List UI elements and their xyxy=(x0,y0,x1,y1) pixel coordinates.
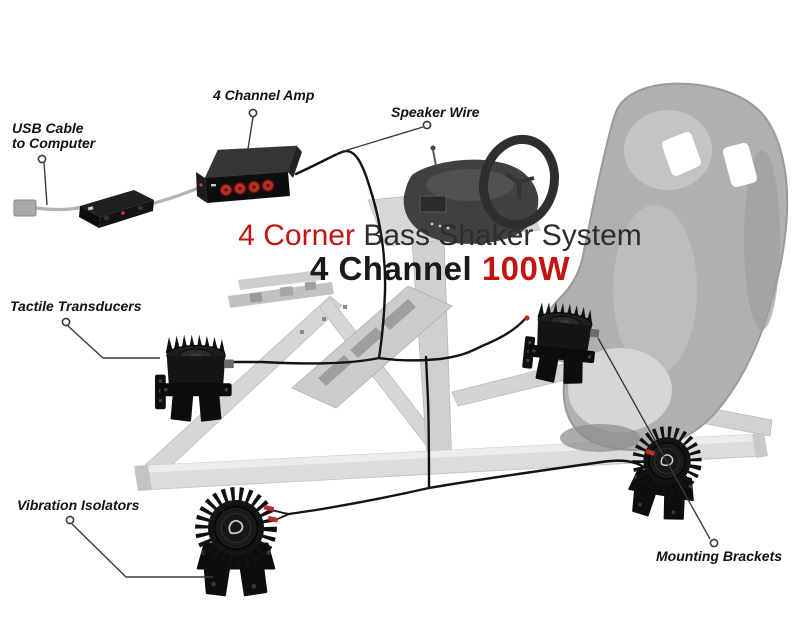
leader-lines xyxy=(43,116,711,578)
leader-isolators xyxy=(71,523,213,578)
steering-wheel xyxy=(403,134,560,244)
leader-brackets xyxy=(597,337,711,540)
wire-terminals xyxy=(263,315,656,523)
title-accent-4corner: 4 Corner xyxy=(238,219,355,252)
callout-dots xyxy=(37,108,719,548)
label-tactile-transducers: Tactile Transducers xyxy=(10,298,142,314)
title-4channel: 4 Channel xyxy=(309,250,473,287)
transducer-rear-right xyxy=(519,297,604,387)
callout-dot xyxy=(61,317,71,327)
transducer-bottom-right xyxy=(625,427,703,522)
title-line-1: 4 Corner Bass Shaker System xyxy=(170,220,710,251)
transducer-bottom-left xyxy=(198,494,274,595)
speaker-wire-path xyxy=(232,149,646,522)
shifter-knob xyxy=(430,145,436,151)
page-title: 4 Corner Bass Shaker System 4 Channel 10… xyxy=(170,220,710,286)
label-mounting-brackets: Mounting Brackets xyxy=(656,548,783,564)
callout-dot xyxy=(37,154,47,164)
usb-sound-card xyxy=(79,190,154,228)
transducer-front-left xyxy=(153,333,236,422)
racing-seat xyxy=(540,82,789,452)
harness-hole xyxy=(723,143,757,187)
callout-dot xyxy=(422,120,432,130)
amp-knobs xyxy=(219,179,275,197)
title-line-2: 4 Channel 100W xyxy=(170,251,710,286)
leader-amp xyxy=(247,116,254,150)
amplifier xyxy=(196,145,302,203)
label-speaker-wire: Speaker Wire xyxy=(391,104,480,120)
title-100w: 100W xyxy=(481,250,571,287)
usb-connector xyxy=(13,199,37,217)
led-indicator xyxy=(121,211,125,215)
leader-usb xyxy=(43,161,48,206)
label-amp: 4 Channel Amp xyxy=(213,87,315,103)
callout-dot xyxy=(65,515,75,525)
harness-hole xyxy=(662,132,701,176)
callout-dot xyxy=(248,108,258,118)
label-usb-cable: USB Cable to Computer xyxy=(12,120,96,151)
leader-speaker-wire xyxy=(343,126,424,152)
label-vibration-isolators: Vibration Isolators xyxy=(17,497,140,513)
title-rest: Bass Shaker System xyxy=(363,219,642,252)
callout-dot xyxy=(709,538,719,548)
leader-tactile xyxy=(67,325,160,359)
